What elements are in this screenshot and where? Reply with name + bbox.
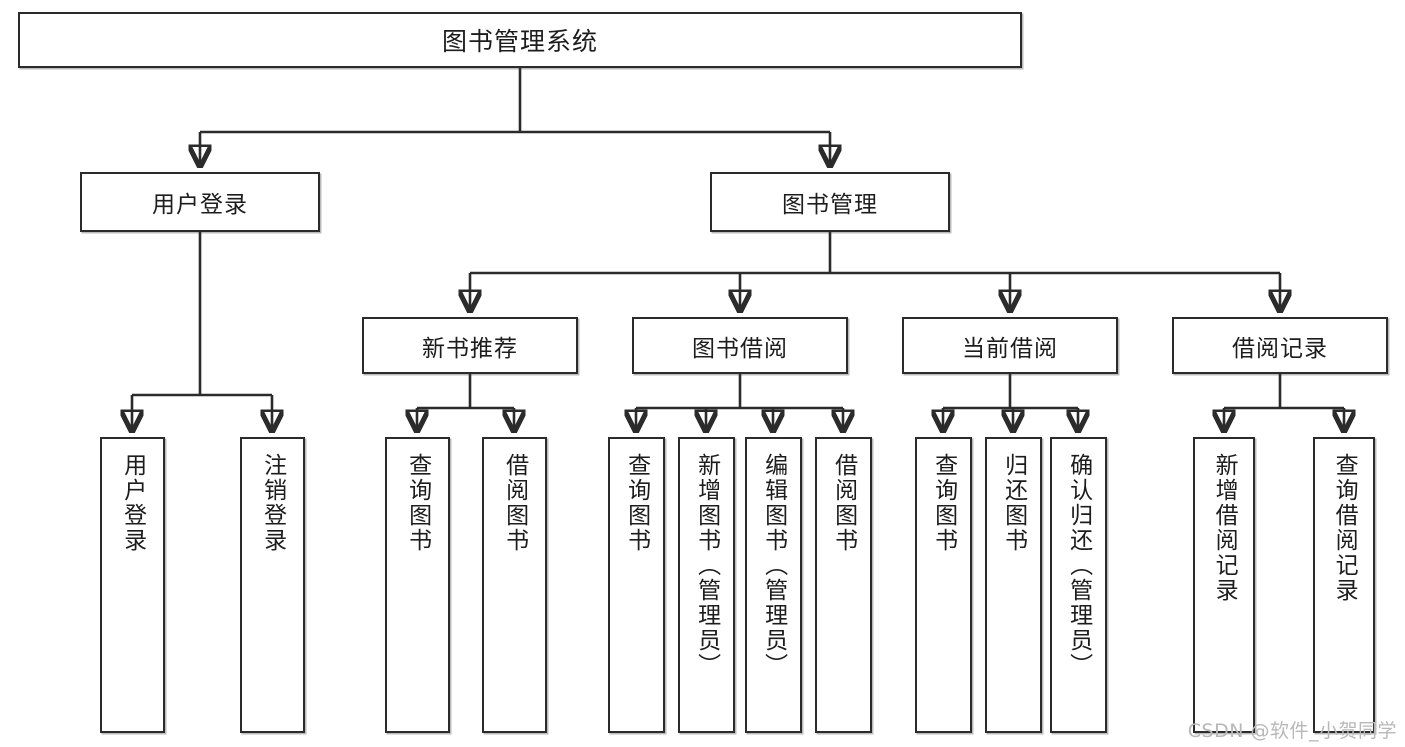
node-current-borrow[interactable]: 当前借阅: [902, 317, 1118, 374]
leaf-query-book-current[interactable]: 查询图书: [915, 437, 972, 733]
leaf-edit-book-admin[interactable]: 编辑图书（管理员）: [745, 437, 802, 733]
node-new-book-recommend-label: 新书推荐: [422, 335, 518, 362]
node-current-borrow-label: 当前借阅: [962, 335, 1058, 362]
node-new-book-recommend[interactable]: 新书推荐: [362, 317, 578, 374]
leaf-return-book[interactable]: 归还图书: [985, 437, 1042, 733]
node-book-borrow[interactable]: 图书借阅: [632, 317, 848, 374]
leaf-label: 确认归还（管理员）: [1065, 453, 1092, 678]
leaf-query-borrow-record[interactable]: 查询借阅记录: [1313, 437, 1375, 733]
leaf-label: 查询图书: [930, 453, 957, 553]
leaf-label: 注销登录: [259, 453, 286, 553]
leaf-query-book-newbook[interactable]: 查询图书: [385, 437, 450, 733]
leaf-query-book-borrow[interactable]: 查询图书: [608, 437, 665, 733]
node-book-management-label: 图书管理: [782, 192, 878, 218]
leaf-label: 查询借阅记录: [1331, 453, 1358, 603]
leaf-label: 借阅图书: [501, 453, 528, 553]
leaf-label: 借阅图书: [830, 453, 857, 553]
node-borrow-record-label: 借阅记录: [1232, 335, 1328, 362]
leaf-label: 归还图书: [1000, 453, 1027, 553]
leaf-label: 编辑图书（管理员）: [760, 453, 787, 678]
leaf-add-book-admin[interactable]: 新增图书（管理员）: [678, 437, 735, 733]
leaf-confirm-return-admin[interactable]: 确认归还（管理员）: [1050, 437, 1107, 733]
node-book-management[interactable]: 图书管理: [710, 172, 950, 232]
leaf-borrow-book-newbook[interactable]: 借阅图书: [482, 437, 547, 733]
node-user-login[interactable]: 用户登录: [80, 172, 320, 232]
node-borrow-record[interactable]: 借阅记录: [1172, 317, 1388, 374]
leaf-add-borrow-record[interactable]: 新增借阅记录: [1193, 437, 1255, 733]
leaf-logout[interactable]: 注销登录: [240, 437, 305, 733]
leaf-borrow-book[interactable]: 借阅图书: [815, 437, 872, 733]
node-book-borrow-label: 图书借阅: [692, 335, 788, 362]
leaf-label: 新增借阅记录: [1211, 453, 1238, 603]
node-user-login-label: 用户登录: [152, 192, 248, 218]
leaf-label: 新增图书（管理员）: [693, 453, 720, 678]
leaf-label: 查询图书: [623, 453, 650, 553]
node-root[interactable]: 图书管理系统: [18, 12, 1022, 68]
leaf-label: 查询图书: [404, 453, 431, 553]
leaf-user-login[interactable]: 用户登录: [100, 437, 165, 733]
watermark-text: CSDN @软件_小贺同学: [1187, 720, 1397, 742]
leaf-label: 用户登录: [119, 453, 146, 553]
node-root-label: 图书管理系统: [441, 27, 598, 56]
